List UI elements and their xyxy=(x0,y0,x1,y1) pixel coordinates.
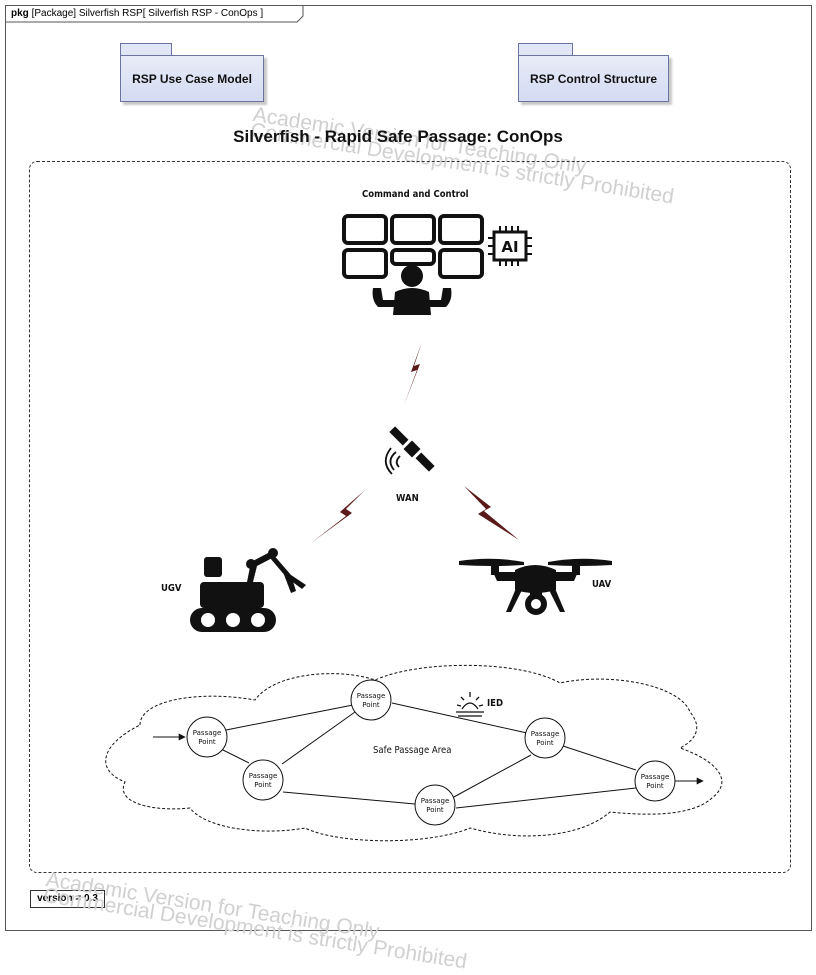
uav-label: UAV xyxy=(592,579,612,590)
passage-connections xyxy=(153,702,704,809)
link-bolt-wan-ugv xyxy=(311,490,365,543)
frame-tab-outline xyxy=(5,5,304,23)
passage-point-text: Passage xyxy=(531,730,560,738)
safe-area-label: Safe Passage Area xyxy=(373,745,452,756)
ai-chip-text: AI xyxy=(501,238,518,256)
passage-point-text: Point xyxy=(254,781,272,789)
package-label: RSP Control Structure xyxy=(529,71,658,86)
passage-point-text: Passage xyxy=(249,772,278,780)
passage-point-text: Passage xyxy=(421,797,450,805)
frame-header: pkg [Package] Silverfish RSP[ Silverfish… xyxy=(5,5,303,22)
passage-point-text: Point xyxy=(536,739,554,747)
passage-point-text: Point xyxy=(646,782,664,790)
frame-header-text: [Package] Silverfish RSP[ Silverfish RSP… xyxy=(31,8,264,19)
ugv-icon xyxy=(190,548,306,632)
package-body: RSP Control Structure xyxy=(518,55,669,102)
monitor-wall-icon xyxy=(342,214,484,279)
package-body: RSP Use Case Model xyxy=(120,55,264,102)
command-control-label: Command and Control xyxy=(362,189,469,200)
link-bolt-wan-uav xyxy=(464,486,519,540)
passage-point[interactable]: Passage Point xyxy=(350,679,392,721)
uav-icon xyxy=(459,558,612,615)
ai-chip-icon: AI xyxy=(488,226,532,266)
safe-passage-cloud xyxy=(105,664,723,842)
passage-point[interactable]: Passage Point xyxy=(524,717,566,759)
passage-point[interactable]: Passage Point xyxy=(634,760,676,802)
ied-icon xyxy=(456,692,484,717)
package-label: RSP Use Case Model xyxy=(132,71,252,86)
passage-point-text: Point xyxy=(198,738,216,746)
passage-point-text: Point xyxy=(426,806,444,814)
passage-point[interactable]: Passage Point xyxy=(186,716,228,758)
wan-label: WAN xyxy=(396,493,419,504)
passage-point[interactable]: Passage Point xyxy=(242,759,284,801)
passage-point[interactable]: Passage Point xyxy=(414,784,456,826)
system-boundary xyxy=(29,161,791,873)
conops-graphics: AI xyxy=(105,214,723,842)
passage-point-text: Passage xyxy=(357,692,386,700)
satellite-icon xyxy=(384,426,435,475)
passage-point-text: Passage xyxy=(641,773,670,781)
diagram-frame xyxy=(5,5,812,931)
passage-point-text: Passage xyxy=(193,729,222,737)
passage-point-text: Point xyxy=(362,701,380,709)
frame-kind: pkg xyxy=(11,8,29,19)
ied-label: IED xyxy=(487,698,504,709)
link-bolt-c2-wan xyxy=(404,342,422,405)
ugv-label: UGV xyxy=(161,583,182,594)
operator-icon xyxy=(372,265,452,315)
diagram-title: Silverfish - Rapid Safe Passage: ConOps xyxy=(233,127,563,146)
version-tag: version = 0.3 xyxy=(30,890,105,908)
